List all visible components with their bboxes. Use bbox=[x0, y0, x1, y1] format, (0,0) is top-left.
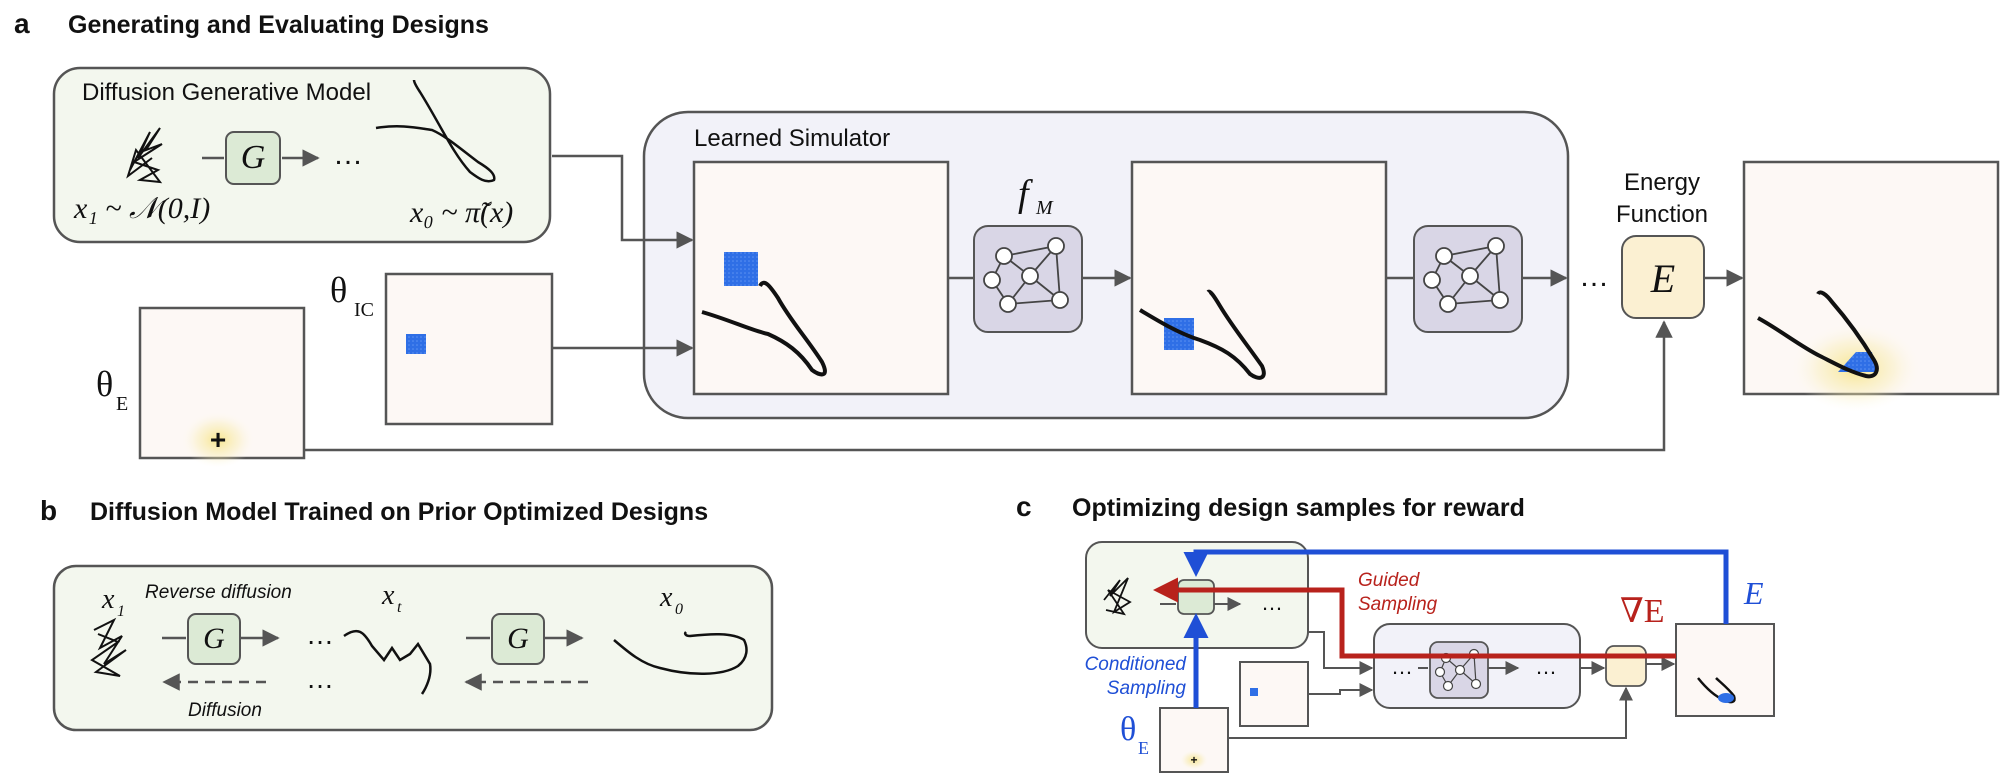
panel-c-arrow-initial-to-sim bbox=[1308, 683, 1374, 697]
panel-c-arrow-theta-e-to-energy bbox=[1228, 686, 1633, 739]
panel-c-noise-icon bbox=[1103, 577, 1132, 616]
panel-a-letter: a bbox=[14, 8, 30, 39]
sim-frame-2-particles bbox=[1164, 318, 1194, 350]
learned-simulator-title: Learned Simulator bbox=[694, 125, 890, 152]
sim-frame-2 bbox=[1130, 160, 1388, 396]
arrow-design-to-simulator bbox=[552, 154, 694, 249]
red-guided-sampling-arrow bbox=[1153, 577, 1676, 659]
energy-function-symbol: E bbox=[1650, 256, 1675, 301]
blue-energy-feedback-arrow bbox=[1183, 549, 1729, 624]
panel-c-result-particles bbox=[1718, 693, 1734, 703]
panel-c-letter: c bbox=[1016, 491, 1032, 522]
panel-c-e-label: E bbox=[1743, 575, 1764, 611]
panel-c-energy-box bbox=[1605, 645, 1647, 687]
panel-b-x0-curve bbox=[613, 631, 748, 675]
theta-e-symbol: θ bbox=[96, 364, 113, 404]
fm-subscript: M bbox=[1035, 197, 1054, 219]
grad-e-label: ∇E bbox=[1620, 593, 1665, 630]
theta-e-subscript: E bbox=[116, 393, 128, 415]
panel-b-ellipsis-2: … bbox=[306, 663, 334, 694]
panel-c-ellipsis-2: … bbox=[1391, 654, 1413, 679]
sim-frame-2-curve bbox=[1138, 289, 1266, 380]
graph-network-icon-2 bbox=[1423, 237, 1509, 313]
panel-b-noise-icon bbox=[90, 617, 127, 677]
sim-frame-1-particles bbox=[724, 252, 758, 286]
panel-b-x1: x bbox=[101, 584, 115, 615]
panel-c-title: Optimizing design samples for reward bbox=[1072, 494, 1525, 522]
panel-b-letter: b bbox=[40, 495, 57, 526]
energy-target-glow bbox=[182, 412, 254, 468]
generator-g-label: G bbox=[241, 139, 266, 176]
panel-a-title: Generating and Evaluating Designs bbox=[68, 11, 489, 39]
reverse-diffusion-label: Reverse diffusion bbox=[145, 582, 292, 603]
conditioned-label-1: Conditioned bbox=[1085, 654, 1188, 675]
panel-c-energy-glow bbox=[1180, 750, 1208, 770]
generator-g-box bbox=[225, 131, 281, 185]
panel-b-title: Diffusion Model Trained on Prior Optimiz… bbox=[90, 498, 708, 526]
panel-b-x0-sub: 0 bbox=[675, 601, 683, 618]
x1-formula: x₁ ~ 𝒩(0,I) bbox=[73, 192, 210, 225]
x0-formula: x₀ ~ π̃(x) bbox=[409, 196, 513, 229]
graph-network-icon-1 bbox=[983, 237, 1069, 313]
panel-c-plus: + bbox=[1190, 753, 1197, 767]
theta-ic-subscript: IC bbox=[354, 299, 374, 321]
panel-b-box bbox=[52, 564, 774, 732]
guided-label-1: Guided bbox=[1358, 570, 1421, 591]
panel-b-xt-curve bbox=[343, 629, 432, 695]
arrow-theta-e-to-energy bbox=[304, 320, 1673, 452]
panel-b-x1-sub: 1 bbox=[117, 603, 125, 620]
panel-c-arrow-design-to-sim bbox=[1308, 631, 1374, 675]
panel-b-xt: x bbox=[381, 580, 395, 611]
panel-c-ellipsis-1: … bbox=[1261, 590, 1283, 615]
result-particles bbox=[1838, 352, 1876, 372]
panel-c-theta-e-sub: E bbox=[1138, 738, 1149, 758]
diffusion-model-title: Diffusion Generative Model bbox=[82, 79, 371, 106]
ellipsis-a: … bbox=[333, 138, 363, 171]
panel-c-result-curve bbox=[1697, 677, 1736, 704]
initial-particles bbox=[406, 334, 426, 354]
panel-b-g-label-2: G bbox=[507, 622, 529, 655]
diffusion-model-box bbox=[52, 66, 552, 244]
ellipsis-sim: … bbox=[1579, 260, 1609, 293]
conditioned-label-2: Sampling bbox=[1107, 678, 1187, 699]
panel-b-ellipsis-1: … bbox=[306, 619, 334, 650]
panel-c-g-box bbox=[1177, 579, 1215, 615]
theta-ic-symbol: θ bbox=[330, 270, 347, 310]
panel-b-x0: x bbox=[659, 582, 673, 613]
panel-c-theta-e-symbol: θ bbox=[1120, 711, 1136, 748]
guided-label-2: Sampling bbox=[1358, 594, 1438, 615]
panel-c-initial-particles bbox=[1250, 688, 1258, 696]
energy-function-title-1: Energy bbox=[1624, 169, 1700, 196]
design-curve-x0 bbox=[375, 79, 496, 183]
noise-sample-icon bbox=[126, 127, 163, 184]
energy-target-plus: + bbox=[210, 424, 226, 455]
panel-c-ellipsis-3: … bbox=[1535, 654, 1557, 679]
panel-b-g-label-1: G bbox=[203, 622, 225, 655]
panel-b-xt-sub: t bbox=[397, 599, 402, 616]
diffusion-label: Diffusion bbox=[188, 700, 262, 721]
result-curve bbox=[1757, 290, 1879, 379]
energy-function-title-2: Function bbox=[1616, 201, 1708, 228]
sim-frame-1-curve bbox=[701, 280, 827, 377]
